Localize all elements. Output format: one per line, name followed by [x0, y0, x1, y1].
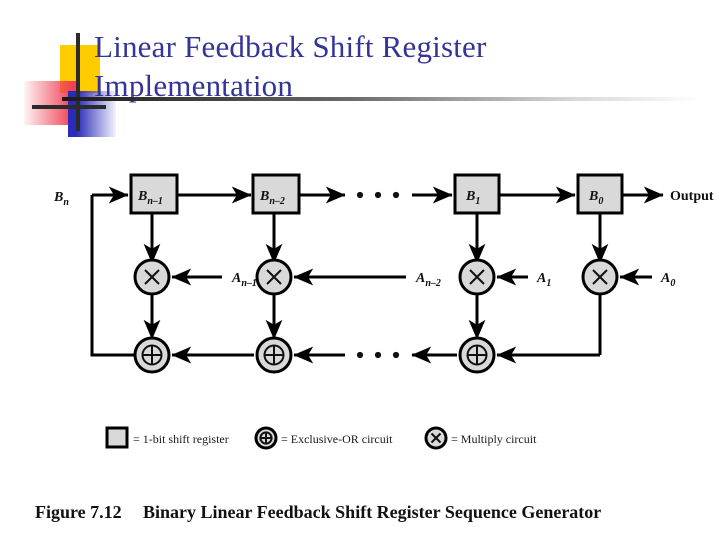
page-title-line-2: Implementation — [94, 67, 294, 103]
legend-label-shift-register: = 1-bit shift register — [133, 432, 229, 446]
register-box-b0: B0 — [576, 173, 624, 215]
register-rect-b1 — [453, 173, 501, 215]
register-box-bn-1: Bn–1 — [129, 173, 179, 215]
figure-legend: = 1-bit shift register = Exclusive-OR ci… — [105, 426, 537, 450]
coefficient-label-a1: A1 — [536, 271, 551, 289]
multiply-node-2 — [255, 258, 293, 296]
multiply-icon — [469, 269, 485, 285]
figure-caption: Figure 7.12 Binary Linear Feedback Shift… — [35, 502, 601, 522]
register-rect-bn-2 — [251, 173, 301, 215]
legend-multiply-icon — [424, 426, 448, 450]
legend-label-multiply: = Multiply circuit — [451, 432, 537, 446]
xor-icon-cross — [467, 345, 487, 365]
coefficient-label-an-2: An–2 — [415, 271, 441, 289]
multiply-node-1 — [133, 258, 171, 296]
logo-horizontal-bar — [32, 105, 106, 109]
caption-number: Figure 7.12 — [35, 502, 122, 522]
coefficient-label-an-1: An–1 — [231, 271, 257, 289]
slide-logo-decoration — [18, 33, 116, 137]
multiply-node-4 — [581, 258, 619, 296]
legend-square-icon — [105, 426, 129, 449]
legend-xor-icon — [254, 426, 278, 450]
title-underline-rule — [62, 97, 702, 101]
xor-node-2 — [255, 336, 293, 374]
xor-node-3 — [458, 336, 496, 374]
multiply-node-3 — [458, 258, 496, 296]
xor-icon-cross — [142, 345, 162, 365]
multiply-icon — [592, 269, 608, 285]
multiply-icon — [266, 269, 282, 285]
input-label-Bn: Bn — [53, 190, 69, 208]
logo-vertical-bar — [76, 33, 80, 131]
register-rect-bn-1 — [129, 173, 179, 215]
page-title-line-1: Linear Feedback Shift Register — [94, 28, 487, 64]
caption-title: Binary Linear Feedback Shift Register Se… — [143, 502, 601, 522]
figure-container: Bn Bn–1 Bn–2 B1 B0 — [0, 150, 720, 540]
xor-icon-cross — [264, 345, 284, 365]
coefficient-label-a0: A0 — [660, 271, 675, 289]
wire-feedback-return-to-input — [90, 195, 135, 357]
output-label: Output — [670, 189, 714, 204]
bottom-ellipsis — [356, 351, 400, 359]
register-box-b1: B1 — [453, 173, 501, 215]
register-box-bn-2: Bn–2 — [251, 173, 301, 215]
xor-node-1 — [133, 336, 171, 374]
legend-label-xor: = Exclusive-OR circuit — [281, 432, 393, 446]
multiply-icon — [144, 269, 160, 285]
register-rect-b0 — [576, 173, 624, 215]
lfsr-diagram: Bn Bn–1 Bn–2 B1 B0 — [35, 173, 714, 522]
page-title: Linear Feedback Shift Register Implement… — [94, 27, 694, 105]
top-ellipsis — [356, 191, 400, 199]
